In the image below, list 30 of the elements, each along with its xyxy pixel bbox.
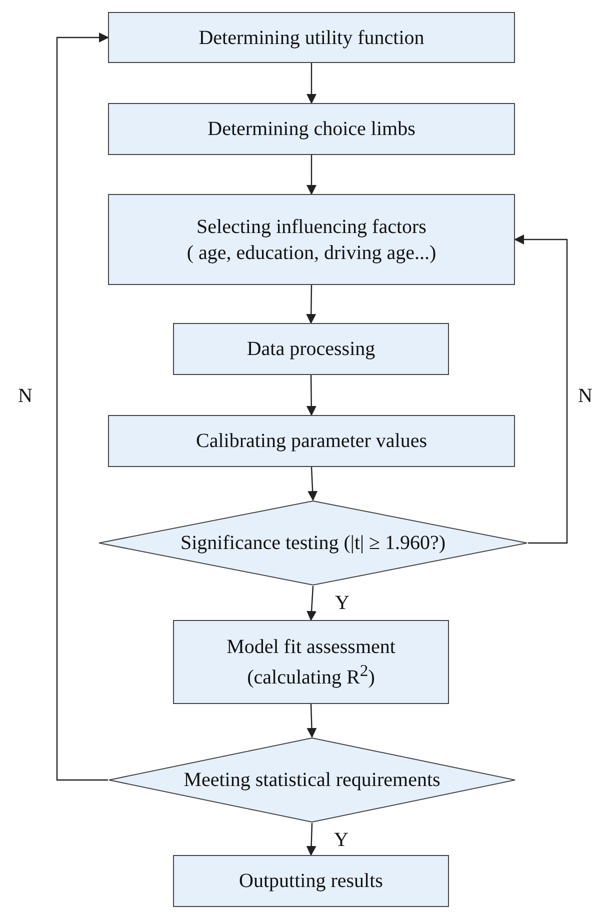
- node-text: Determining utility function: [198, 26, 426, 50]
- node-text: Outputting results: [238, 869, 384, 894]
- process-box: [108, 415, 515, 467]
- process-box: [173, 323, 449, 375]
- node-text: (calculating R$^{2}$): [246, 660, 376, 690]
- node-text: Calibrating parameter values: [194, 429, 428, 454]
- arrow: [514, 234, 568, 544]
- decision-diamond: [98, 500, 528, 586]
- arrow: [306, 63, 316, 104]
- process-box: [173, 855, 449, 907]
- arrow: [306, 822, 316, 856]
- process-box: [108, 194, 515, 285]
- node-text: Determining choice limbs: [206, 117, 416, 142]
- node-text: Selecting influencing factors: [196, 214, 428, 240]
- arrow: [306, 375, 316, 416]
- node-text: ( age, education, driving age...): [186, 240, 438, 266]
- process-box: [173, 620, 449, 704]
- node-text: Significance testing (|t| ≥ 1.960?): [179, 531, 447, 556]
- arrow: [306, 155, 316, 195]
- process-box: [108, 12, 515, 63]
- arrow: [306, 586, 317, 621]
- node-text: Model fit assessment: [226, 634, 396, 660]
- arrow: [308, 466, 318, 501]
- node-text: Meeting statistical requirements: [182, 768, 442, 793]
- node-text: Data processing: [246, 337, 376, 362]
- arrow: [56, 32, 109, 781]
- decision-diamond: [108, 737, 516, 823]
- process-box: [108, 103, 515, 155]
- arrow: [306, 704, 317, 738]
- arrow: [306, 285, 316, 324]
